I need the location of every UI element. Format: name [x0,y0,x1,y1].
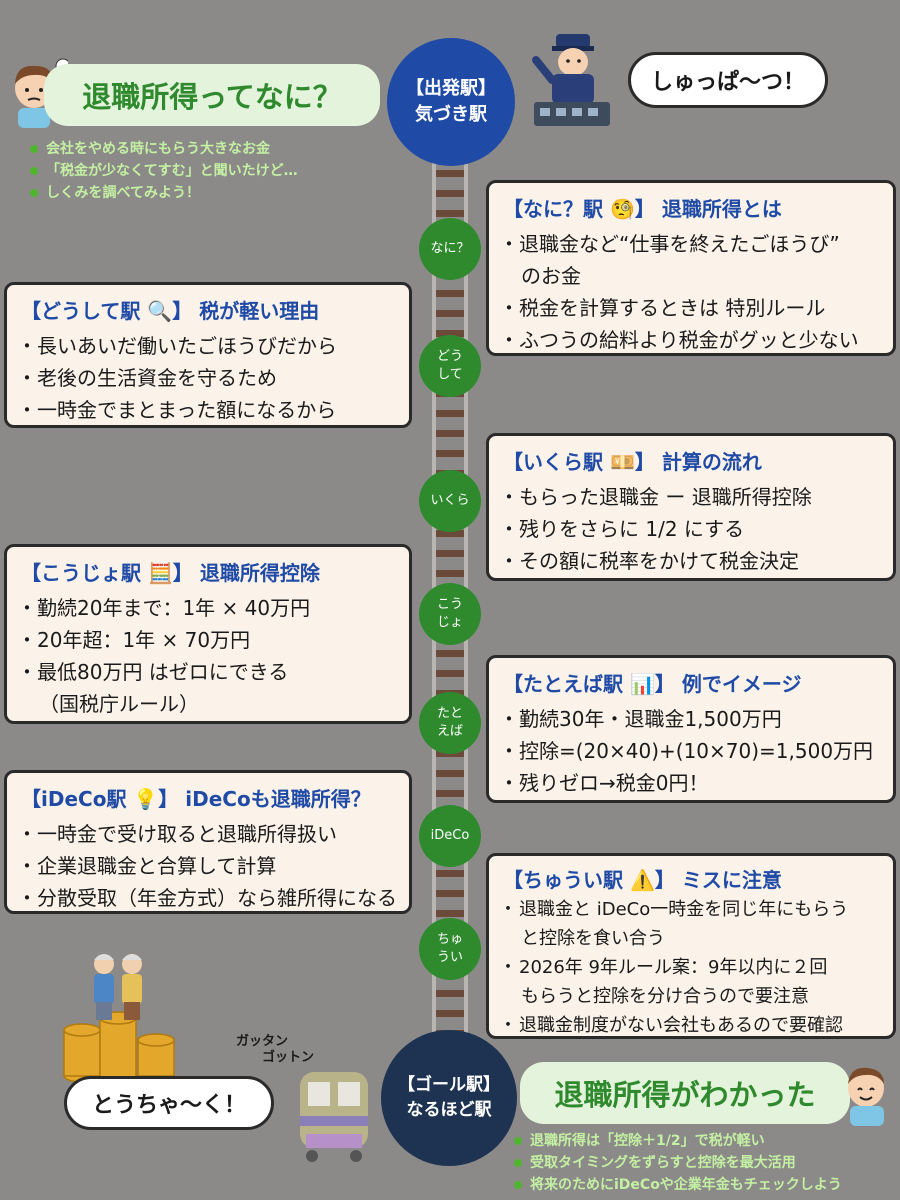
card-doushite: 【どうして駅 🔍】 税が軽い理由 長いあいだ働いたごほうびだから 老後の生活資金… [4,282,412,428]
station-label: うい [436,950,463,965]
card-item: 残りゼロ→税金0円！ [499,767,879,799]
card-item: 最低80万円 はゼロにできる [17,656,395,688]
card-item: 控除=(20×40)+(10×70)=1,500万円 [499,735,879,767]
arrival-speech-bubble: とうちゃ〜く！ [64,1076,274,1130]
card-tag: 【どうして駅 🔍】 [21,299,193,323]
card-item: ふつうの給料より税金がグッと少ない [499,324,879,356]
card-ideco: 【iDeCo駅 💡】 iDeCoも退職所得？ 一時金で受け取ると退職所得扱い 企… [4,770,412,914]
goal-station-label: 【ゴール駅】 [398,1075,500,1096]
start-station: 【出発駅】 気づき駅 [387,38,515,166]
card-tatoeba: 【たとえば駅 📊】 例でイメージ 勤続30年・退職金1,500万円 控除=(20… [486,655,896,803]
card-item: （国税庁ルール） [39,692,199,716]
card-chuui: 【ちゅうい駅 ⚠️】 ミスに注意 退職金と iDeCo一時金を同じ年にもらう と… [486,853,896,1040]
card-koujo: 【こうじょ駅 🧮】 退職所得控除 勤続20年まで：1年 × 40万円 20年超：… [4,544,412,724]
card-heading: ミスに注意 [681,868,782,892]
card-item: 老後の生活資金を守るため [17,362,395,394]
intro-bullet: 会社をやめる時にもらう大きなお金 [30,138,298,160]
intro-bullet: しくみを調べてみよう！ [30,182,298,204]
card-item: 20年超：1年 × 70万円 [17,624,395,656]
card-tag: 【ちゅうい駅 ⚠️】 [503,868,675,892]
station-label: たと [436,706,463,722]
station-label: どう [436,349,463,365]
card-tag: 【なに？駅 🧐】 [503,197,655,221]
station-doushite: どうして [419,335,481,397]
station-label: じょ [436,615,463,630]
card-title: 【なに？駅 🧐】 退職所得とは [503,193,879,222]
train-icon [300,1072,368,1162]
intro-bullets: 会社をやめる時にもらう大きなお金 「税金が少なくてすむ」と聞いたけど… しくみを… [30,138,298,204]
card-heading: 例でイメージ [681,672,802,696]
goal-bullet: 退職所得は「控除＋1/2」で税が軽い [514,1130,842,1152]
retired-couple-on-coins-icon [63,954,175,1085]
card-item: 企業退職金と合算して計算 [17,850,395,882]
station-label: なに？ [430,241,470,257]
station-label: して [437,367,463,382]
conductor-speech-bubble: しゅっぱ〜つ！ [628,52,828,108]
station-label: えば [436,724,463,739]
goal-bullet: 受取タイミングをずらすと控除を最大活用 [514,1152,842,1174]
card-item: 分散受取（年金方式）なら雑所得になる [17,882,397,914]
card-title: 【iDeCo駅 💡】 iDeCoも退職所得？ [21,783,395,812]
card-item: 一時金でまとまった額になるから [17,394,395,426]
card-ikura: 【いくら駅 💴】 計算の流れ もらった退職金 ー 退職所得控除 残りをさらに 1… [486,433,896,581]
card-item: 退職金制度がない会社もあるので要確認 [499,1011,879,1040]
station-label: iDeCo [430,828,470,844]
card-item: と控除を食い合う [521,928,665,949]
card-tag: 【たとえば駅 📊】 [503,672,675,696]
goal-bullets: 退職所得は「控除＋1/2」で税が軽い 受取タイミングをずらすと控除を最大活用 将… [514,1130,842,1196]
card-item: 退職金など“仕事を終えたごほうび” [499,228,879,260]
station-label: ちゅ [436,932,463,948]
card-item: 残りをさらに 1/2 にする [499,513,879,545]
station-koujo: こうじょ [419,583,481,645]
card-heading: 退職所得控除 [199,561,320,585]
card-item: 2026年 9年ルール案：9年以内に２回 [499,953,879,982]
card-item: その額に税率をかけて税金決定 [499,545,879,577]
card-item: もらうと控除を分け合うので要注意 [521,986,809,1007]
card-title: 【ちゅうい駅 ⚠️】 ミスに注意 [503,864,879,893]
conductor-icon [532,34,610,126]
station-ideco: iDeCo [419,805,481,867]
card-tag: 【こうじょ駅 🧮】 [21,561,193,585]
card-heading: 退職所得とは [661,197,782,221]
card-tag: 【iDeCo駅 💡】 [21,787,179,811]
intro-bullet: 「税金が少なくてすむ」と聞いたけど… [30,160,298,182]
card-heading: iDeCoも退職所得？ [185,787,371,811]
card-item: 一時金で受け取ると退職所得扱い [17,818,395,850]
card-item: のお金 [521,264,581,288]
happy-boy-icon [848,1067,884,1126]
train-sound-1: ガッタン [236,1034,289,1049]
start-station-name: 気づき駅 [415,104,487,125]
goal-bubble: 退職所得がわかった [520,1062,850,1124]
card-title: 【どうして駅 🔍】 税が軽い理由 [21,295,395,324]
card-title: 【いくら駅 💴】 計算の流れ [503,446,879,475]
station-label: こう [436,597,463,613]
station-tatoeba: たとえば [419,692,481,754]
card-title: 【こうじょ駅 🧮】 退職所得控除 [21,557,395,586]
card-heading: 計算の流れ [661,450,762,474]
start-station-label: 【出発駅】 [406,77,496,99]
station-nani: なに？ [419,218,481,280]
card-item: もらった退職金 ー 退職所得控除 [499,481,879,513]
card-item: 税金を計算するときは 特別ルール [499,292,879,324]
card-title: 【たとえば駅 📊】 例でイメージ [503,668,879,697]
card-item: 長いあいだ働いたごほうびだから [17,330,395,362]
station-label: いくら [430,493,470,509]
goal-bullet: 将来のためにiDeCoや企業年金もチェックしよう [514,1174,842,1196]
station-chuui: ちゅうい [419,918,481,980]
card-nani: 【なに？駅 🧐】 退職所得とは 退職金など“仕事を終えたごほうび” のお金 税金… [486,180,896,356]
goal-station-name: なるほど駅 [406,1100,492,1120]
station-ikura: いくら [419,470,481,532]
card-tag: 【いくら駅 💴】 [503,450,655,474]
train-sound-2: ゴットン [262,1050,315,1065]
card-item: 勤続20年まで：1年 × 40万円 [17,592,395,624]
card-item: 勤続30年・退職金1,500万円 [499,703,879,735]
card-heading: 税が軽い理由 [199,299,320,323]
card-item: 退職金と iDeCo一時金を同じ年にもらう [499,895,879,924]
title-bubble: 退職所得ってなに？ [44,64,380,126]
goal-station: 【ゴール駅】 なるほど駅 [381,1030,517,1166]
